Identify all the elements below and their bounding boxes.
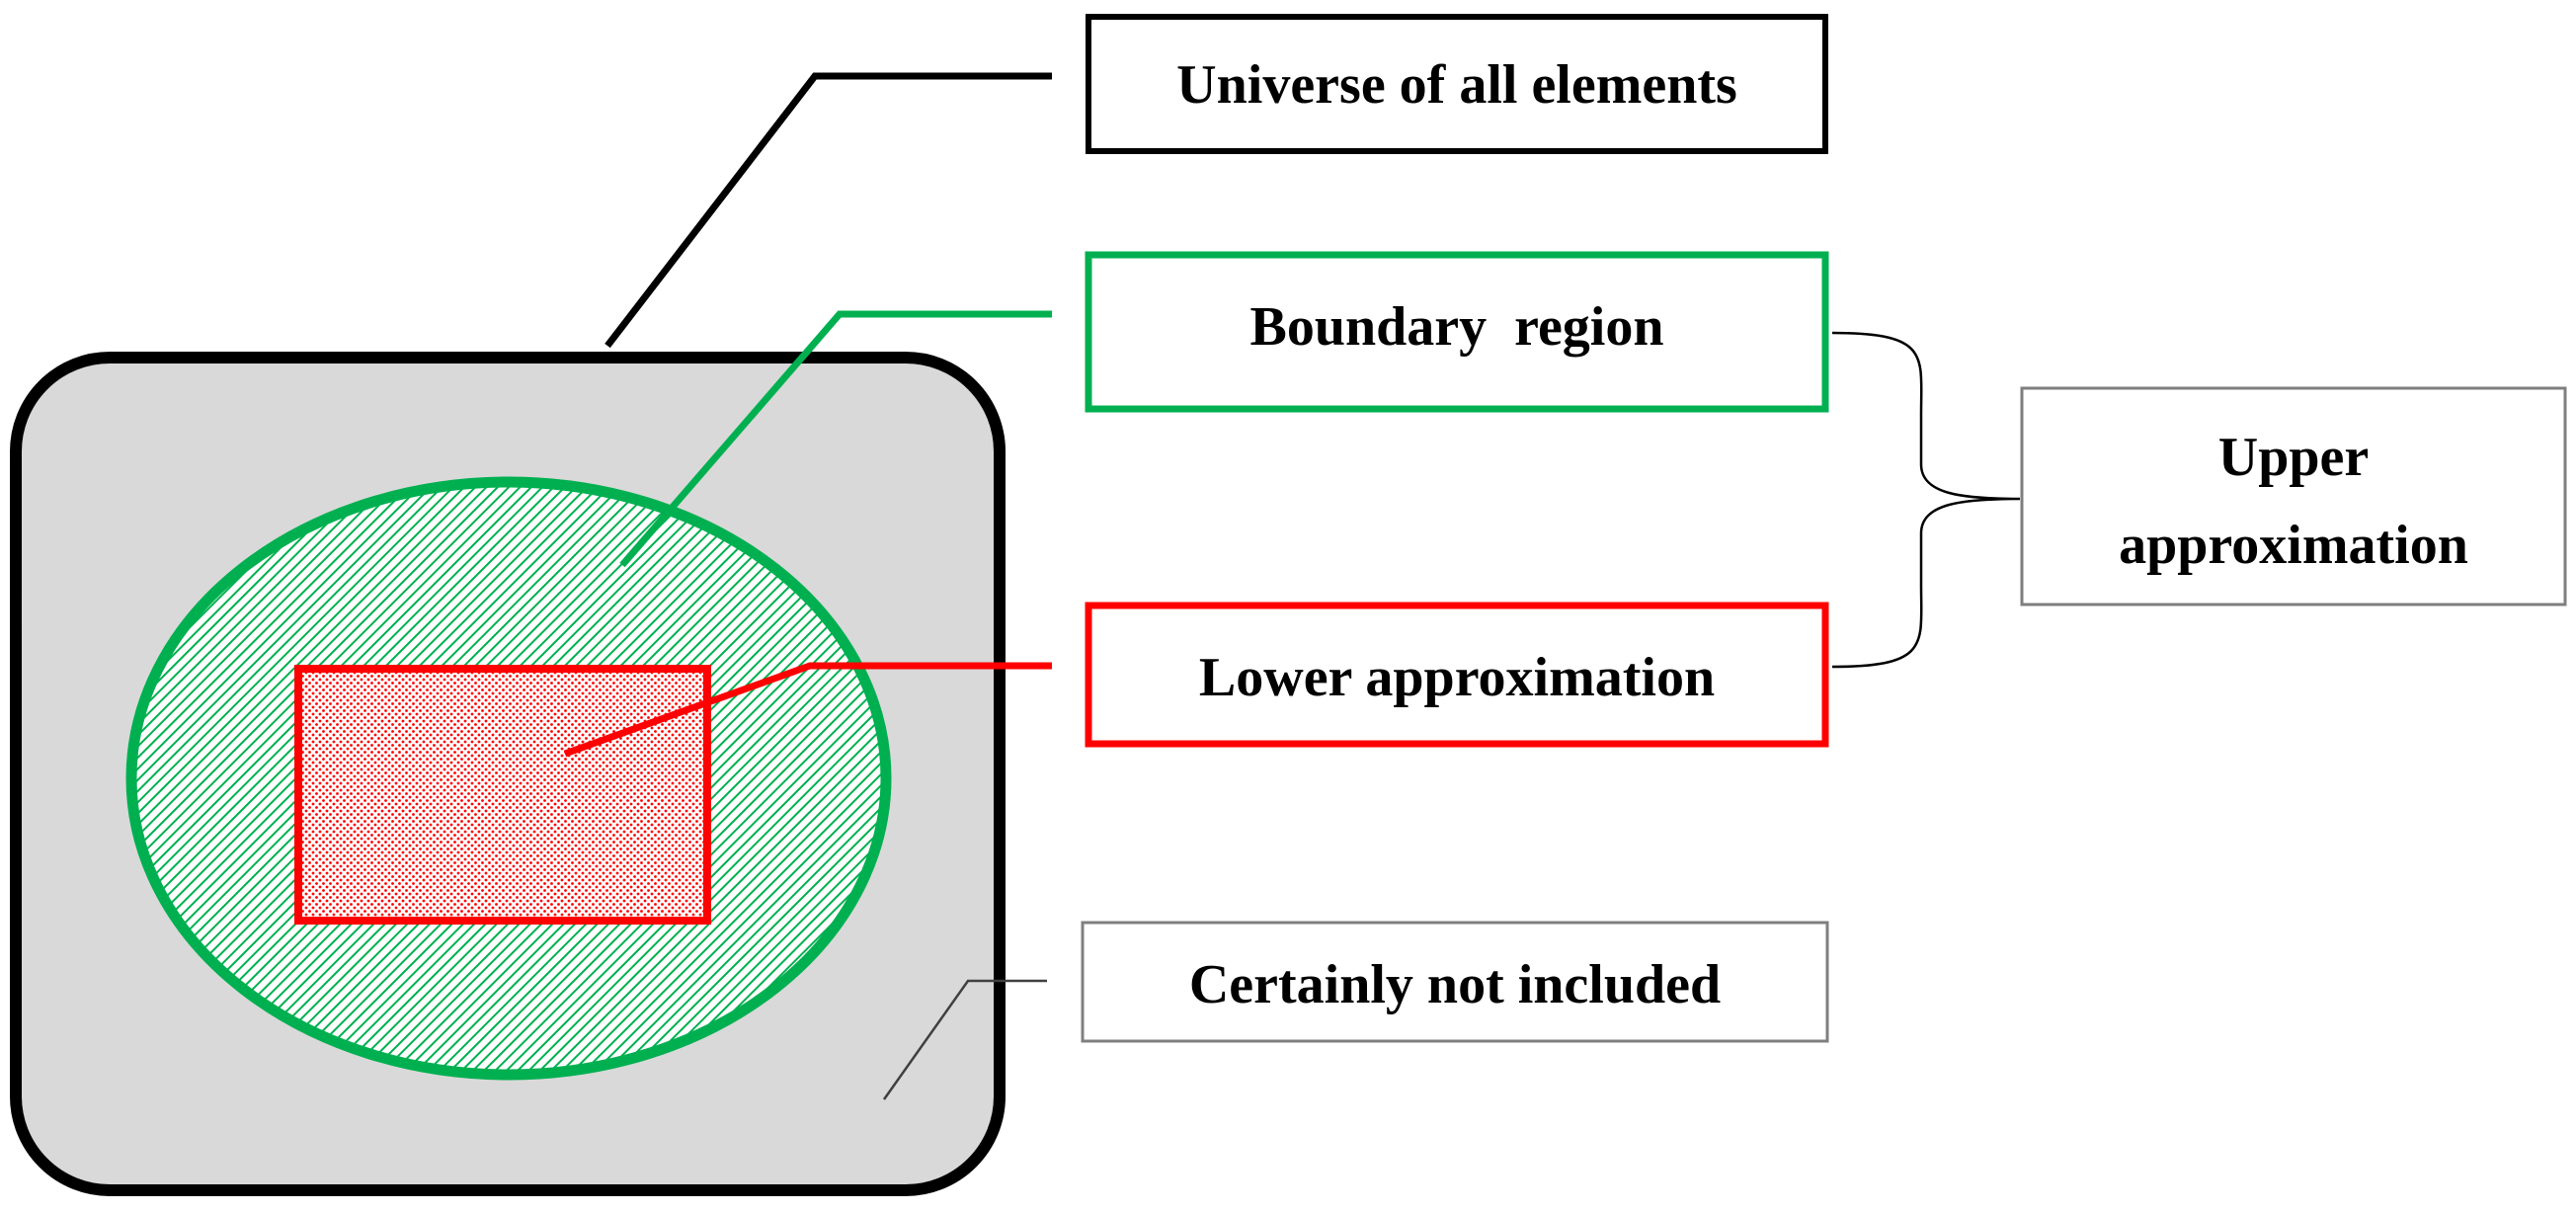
- upper-approximation-bracket: [1831, 331, 2021, 669]
- lower-approximation-rect: [294, 665, 711, 925]
- boundary-leader-line: [619, 310, 1052, 568]
- upper-label-box: Upper approximation: [2020, 386, 2567, 606]
- upper-label-line2: approximation: [2119, 515, 2468, 576]
- upper-label-line1: Upper: [2218, 427, 2369, 488]
- lower-leader-line: [563, 662, 1052, 758]
- universe-label: Universe of all elements: [1176, 54, 1737, 116]
- lower-label: Lower approximation: [1199, 647, 1715, 708]
- not-included-label-box: Certainly not included: [1081, 921, 1829, 1043]
- not-included-leader-line: [882, 979, 1047, 1100]
- universe-label-box: Universe of all elements: [1086, 14, 1828, 154]
- not-included-label: Certainly not included: [1189, 954, 1721, 1015]
- lower-label-box: Lower approximation: [1085, 602, 1829, 748]
- universe-leader-line: [604, 72, 1052, 349]
- boundary-label-box: Boundary region: [1085, 251, 1829, 413]
- boundary-label: Boundary region: [1249, 296, 1663, 358]
